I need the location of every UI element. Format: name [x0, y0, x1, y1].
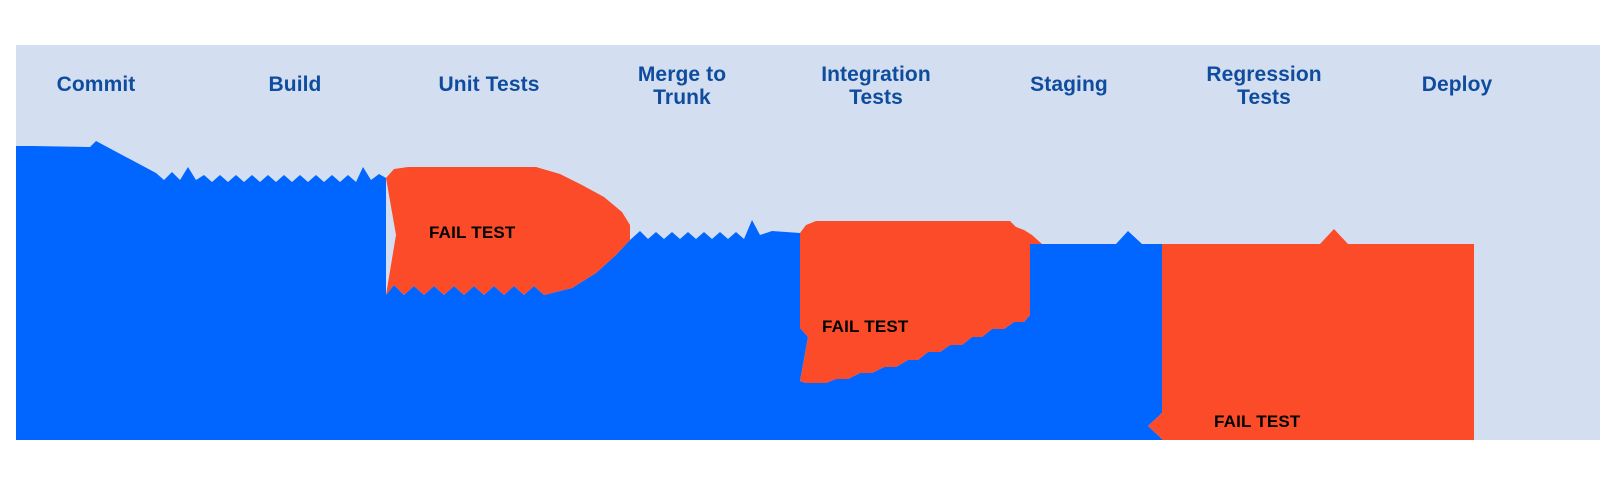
fail-wedge-unit-tests [386, 167, 630, 295]
pass-flow-area [16, 141, 1162, 440]
pipeline-panel: FAIL TEST FAIL TEST FAIL TEST [16, 45, 1600, 440]
fail-wedge-integration-tests [800, 221, 1042, 383]
pipeline-flow-graph [16, 141, 1474, 440]
fail-wedge-regression-tests [1148, 229, 1474, 440]
